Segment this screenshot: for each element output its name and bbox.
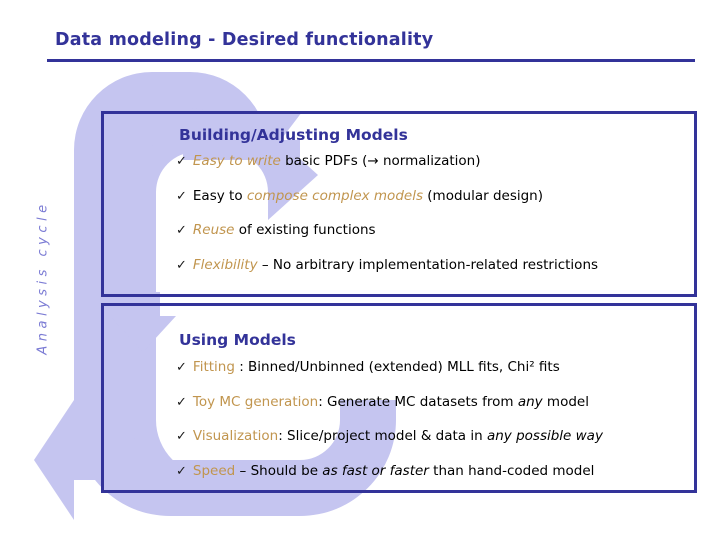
bullet-text: normalization) <box>378 153 481 169</box>
check-icon: ✓ <box>176 154 187 169</box>
analysis-cycle-label: Analysis cycle <box>35 200 51 355</box>
bullet-text: basic PDFs ( <box>280 153 368 169</box>
bullet-highlight: Reuse <box>192 222 235 238</box>
bullet-text: Easy to <box>192 187 247 204</box>
bullet-text: (modular design) <box>422 187 543 204</box>
bullet-highlight: Visualization <box>192 428 279 444</box>
bullet-highlight: Fitting <box>192 359 235 375</box>
bullet-text: : Binned/Unbinned (extended) MLL fits, C… <box>234 359 560 375</box>
bullet-text: – Should be <box>235 462 323 479</box>
bullet-emphasis: any possible way <box>486 428 603 444</box>
page-title: Data modeling - Desired functionality <box>55 30 434 50</box>
using-box-bullet-list: ✓ Fitting : Binned/Unbinned (extended) ML… <box>176 359 690 499</box>
check-icon: ✓ <box>176 394 187 410</box>
list-item: ✓ Flexibility – No arbitrary implementati… <box>176 256 690 273</box>
right-arrow-icon: → <box>367 153 379 169</box>
bullet-highlight: compose complex models <box>246 187 423 204</box>
bullet-highlight: Speed <box>192 462 236 479</box>
list-item: ✓ Visualization: Slice/project model & da… <box>176 428 690 444</box>
bullet-emphasis: any <box>517 393 543 410</box>
bullet-emphasis: as fast or faster <box>322 462 429 479</box>
check-icon: ✓ <box>176 257 187 273</box>
title-underline-rule <box>47 59 695 62</box>
bullet-text: : Generate MC datasets from <box>318 393 518 410</box>
check-icon: ✓ <box>176 429 187 444</box>
check-icon: ✓ <box>176 463 187 479</box>
check-icon: ✓ <box>176 188 187 204</box>
list-item: ✓ Toy MC generation: Generate MC datasets… <box>176 393 690 410</box>
using-box-heading: Using Models <box>179 331 296 349</box>
list-item: ✓ Easy to compose complex models (modular… <box>176 187 690 204</box>
bullet-highlight: Easy to write <box>192 153 281 169</box>
bullet-text: – No arbitrary implementation-related re… <box>257 256 599 273</box>
check-icon: ✓ <box>176 223 187 238</box>
loop-left-arrowhead <box>34 400 74 520</box>
bullet-text: model <box>542 393 589 410</box>
list-item: ✓ Fitting : Binned/Unbinned (extended) ML… <box>176 359 690 375</box>
bullet-highlight: Flexibility <box>192 256 258 273</box>
list-item: ✓ Speed – Should be as fast or faster tha… <box>176 462 690 479</box>
check-icon: ✓ <box>176 360 187 375</box>
bullet-highlight: Toy MC generation <box>192 393 319 410</box>
building-box-heading: Building/Adjusting Models <box>179 126 408 144</box>
building-adjusting-models-box: Building/Adjusting Models ✓ Easy to write… <box>101 111 697 297</box>
bullet-text: than hand-coded model <box>428 462 595 479</box>
list-item: ✓ Reuse of existing functions <box>176 222 690 238</box>
building-box-bullet-list: ✓ Easy to write basic PDFs (→ normalizati… <box>176 153 690 293</box>
bullet-text: : Slice/project model & data in <box>278 428 487 444</box>
using-models-box: Using Models ✓ Fitting : Binned/Unbinned … <box>101 303 697 493</box>
bullet-text: of existing functions <box>234 222 376 238</box>
list-item: ✓ Easy to write basic PDFs (→ normalizati… <box>176 153 690 169</box>
